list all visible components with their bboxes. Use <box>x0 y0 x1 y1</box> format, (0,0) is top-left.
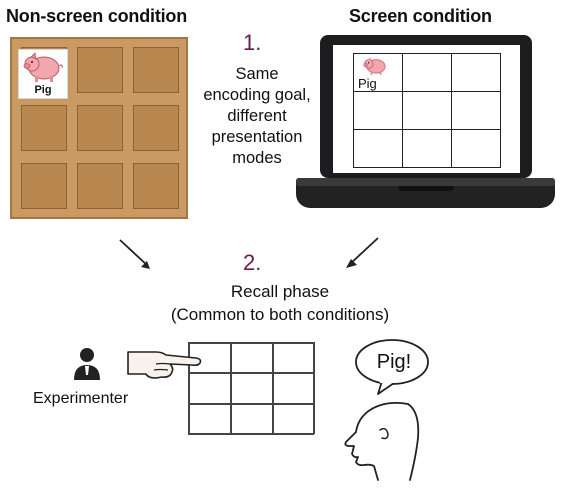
pig-card: Pig <box>18 49 68 99</box>
screen-heading: Screen condition <box>349 6 492 26</box>
recall-phase-subtitle: (Common to both conditions) <box>170 305 390 324</box>
step-2-number: 2. <box>243 250 262 275</box>
board-cell <box>77 47 123 93</box>
speech-text: Pig! <box>376 351 412 373</box>
board-cell <box>77 163 123 209</box>
pig-icon <box>23 52 63 82</box>
board-cell <box>133 105 179 151</box>
pig-card-label: Pig <box>34 84 52 96</box>
speech-bubble <box>355 339 429 395</box>
board-cell <box>77 105 123 151</box>
step-1-text: Same encoding goal, different presentati… <box>203 65 311 167</box>
screen-pig-label: Pig <box>358 76 377 91</box>
step-1-number: 1. <box>243 30 262 55</box>
experimenter-label: Experimenter <box>33 390 129 407</box>
non-screen-heading: Non-screen condition <box>6 6 188 26</box>
laptop-notch <box>398 186 454 191</box>
board-cell <box>133 47 179 93</box>
recall-grid <box>188 342 315 435</box>
board-cell <box>21 163 67 209</box>
arrow-icon <box>119 239 150 269</box>
person-icon <box>74 348 100 380</box>
laptop-screen: Pig <box>333 45 520 173</box>
recall-phase-title: Recall phase <box>230 282 330 301</box>
board-cell <box>133 163 179 209</box>
head-profile-icon <box>344 401 420 481</box>
pointing-hand-icon <box>127 351 202 379</box>
board-cell <box>21 105 67 151</box>
pig-icon <box>363 57 386 75</box>
laptop-hinge <box>296 178 555 186</box>
arrow-icon <box>346 237 379 268</box>
cardboard-grid: Pig <box>10 37 188 219</box>
